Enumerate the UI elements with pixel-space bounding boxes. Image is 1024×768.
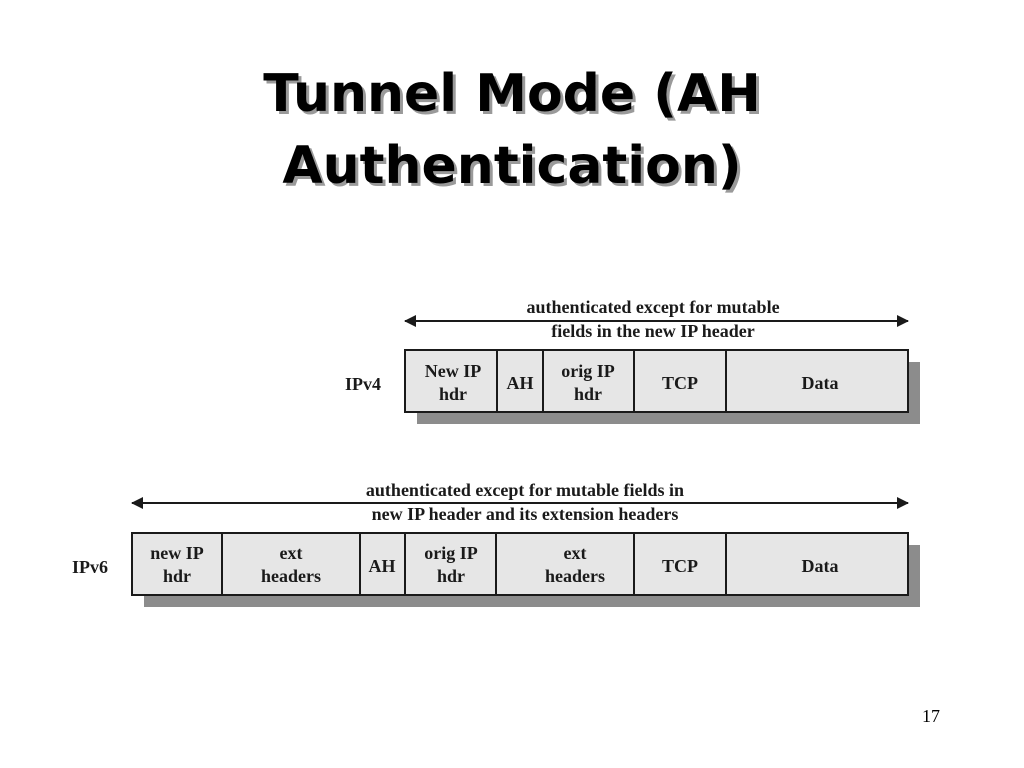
ipv4-caption-line-1: authenticated except for mutable (526, 297, 779, 317)
ipv4-field-orig-ip-hdr-line-2: hdr (574, 384, 602, 404)
ipv6-packet-frame (131, 532, 909, 596)
ipv4-packet: authenticated except for mutable fields … (345, 297, 920, 424)
page-number: 17 (922, 706, 940, 726)
ipv4-field-list: New IP hdr AH orig IP hdr TCP Data (425, 350, 839, 412)
ipv6-field-ext-headers-2-line-1: ext (564, 543, 587, 563)
ipv6-field-list: new IP hdr ext headers AH orig IP hdr ex… (150, 533, 839, 595)
ipv4-field-data: Data (802, 373, 839, 393)
ipv6-packet: authenticated except for mutable fields … (72, 480, 920, 607)
ipv6-field-orig-ip-hdr-line-1: orig IP (424, 543, 478, 563)
ipv6-field-new-ip-hdr-line-1: new IP (150, 543, 204, 563)
ipv6-label: IPv6 (72, 557, 108, 577)
title-line-1: Tunnel Mode (AH (263, 64, 761, 124)
ipv6-field-ah: AH (369, 556, 396, 576)
ipv4-field-orig-ip-hdr-line-1: orig IP (561, 361, 615, 381)
ipv6-field-tcp: TCP (662, 556, 698, 576)
ipv6-caption-line-1: authenticated except for mutable fields … (366, 480, 684, 500)
ipv6-field-ext-headers-line-2: headers (261, 566, 321, 586)
ipv4-field-new-ip-hdr-line-1: New IP (425, 361, 482, 381)
ipv6-field-data: Data (802, 556, 839, 576)
ipv6-caption-line-2: new IP header and its extension headers (372, 504, 679, 524)
ipv4-packet-frame (404, 349, 909, 413)
slide-title: Tunnel Mode (AH Authentication) (112, 58, 912, 202)
title-line-2: Authentication) (282, 136, 742, 196)
ipv6-field-ext-headers-line-1: ext (280, 543, 303, 563)
ipv4-caption-line-2: fields in the new IP header (551, 321, 755, 341)
ipv6-field-orig-ip-hdr-line-2: hdr (437, 566, 465, 586)
ipv6-field-new-ip-hdr-line-2: hdr (163, 566, 191, 586)
ipv4-field-ah: AH (507, 373, 534, 393)
ipv6-field-ext-headers-2-line-2: headers (545, 566, 605, 586)
ipv4-label: IPv4 (345, 374, 381, 394)
ipv4-field-tcp: TCP (662, 373, 698, 393)
ipv4-field-new-ip-hdr-line-2: hdr (439, 384, 467, 404)
